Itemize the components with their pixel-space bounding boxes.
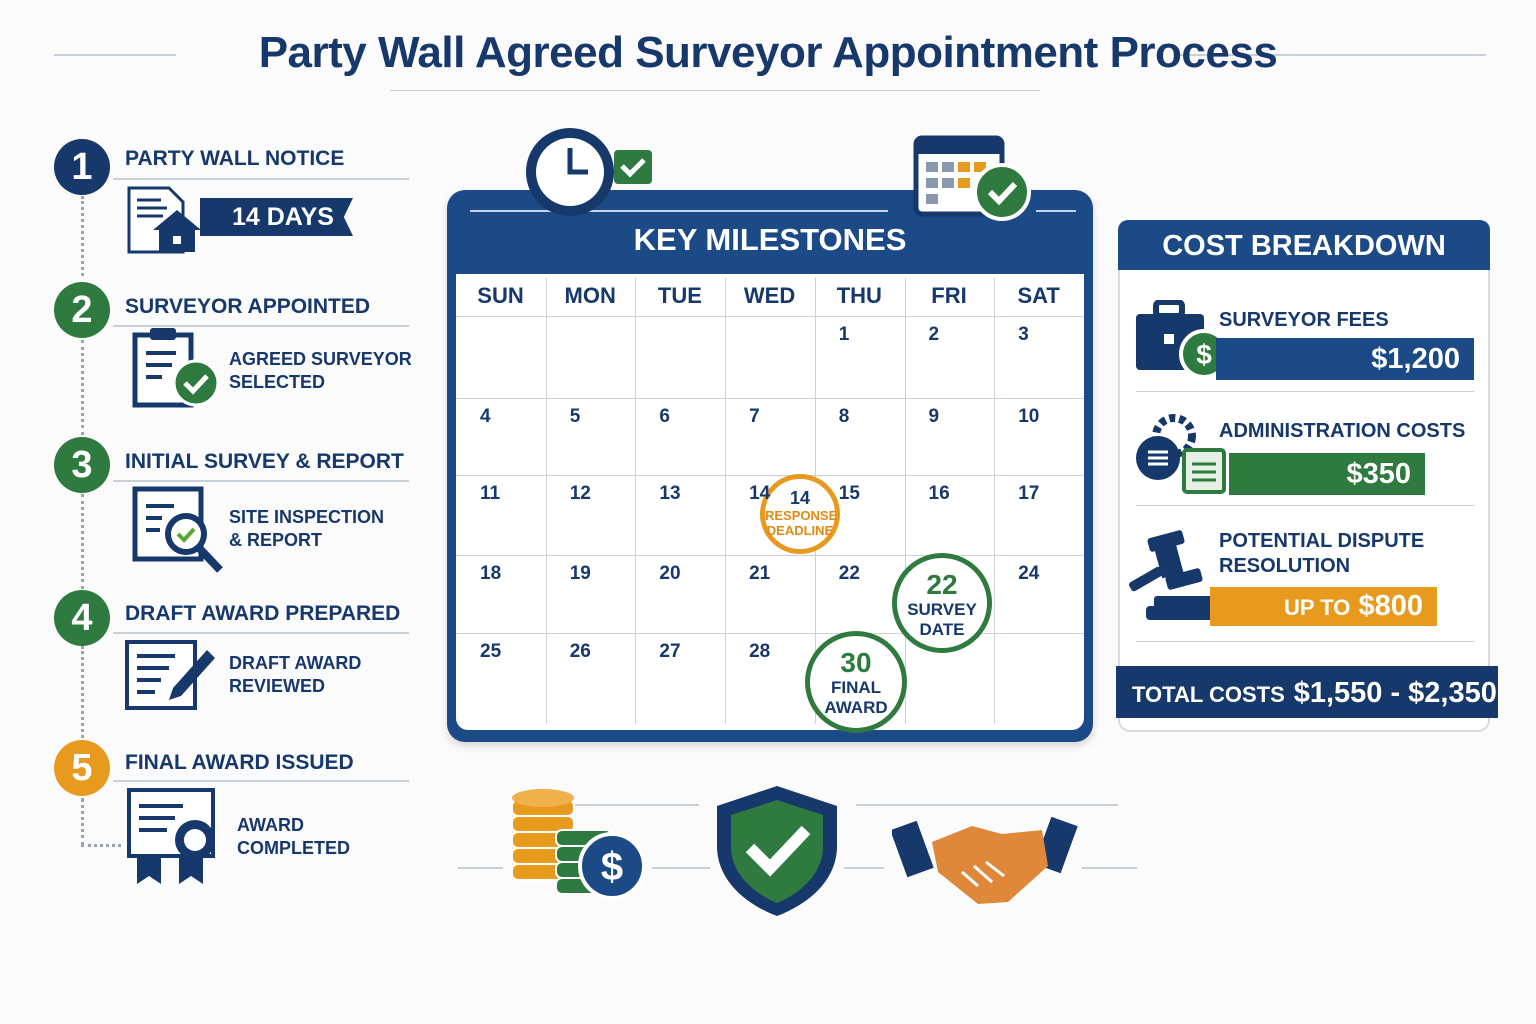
- coins-dollar-icon: $: [511, 789, 646, 900]
- gavel-icon: [1129, 530, 1222, 620]
- dispute-label: POTENTIAL DISPUTE: [1219, 530, 1425, 552]
- milestone-marker[interactable]: 14 RESPONSE DEADLINE: [760, 474, 840, 554]
- calendar-day[interactable]: 15: [838, 483, 860, 504]
- calendar-day[interactable]: 8: [838, 406, 850, 427]
- surveyor-fees-label: SURVEYOR FEES: [1219, 309, 1389, 331]
- dispute-amount: $800: [1358, 590, 1423, 622]
- calendar-title: KEY MILESTONES: [633, 222, 907, 257]
- step-4-desc-2: REVIEWED: [229, 676, 326, 696]
- calendar-day[interactable]: 10: [1018, 406, 1040, 427]
- cost-breakdown-title: COST BREAKDOWN: [1118, 220, 1490, 270]
- dispute-prefix: UP TO: [1283, 595, 1351, 620]
- svg-text:$: $: [1196, 339, 1212, 370]
- calendar-day[interactable]: 28: [749, 641, 771, 662]
- clipboard-check-icon: [132, 328, 220, 408]
- shield-check-icon: [717, 786, 837, 916]
- step-2-desc-2: SELECTED: [229, 372, 326, 392]
- day-header-fri: FRI: [931, 283, 967, 308]
- step-4-number: 4: [54, 590, 110, 646]
- notice-house-icon: [127, 186, 201, 254]
- calendar-day[interactable]: 6: [659, 406, 670, 427]
- calendar-day[interactable]: 7: [749, 406, 760, 427]
- calendar-day[interactable]: 25: [480, 641, 502, 662]
- certificate-icon: [127, 788, 215, 884]
- calendar-day[interactable]: 16: [928, 483, 950, 504]
- calendar-day[interactable]: 27: [659, 641, 681, 662]
- calendar-day[interactable]: 21: [749, 563, 771, 584]
- calendar-day[interactable]: 20: [659, 563, 681, 584]
- step-3-title: INITIAL SURVEY & REPORT: [125, 450, 404, 473]
- calendar-day[interactable]: 11: [480, 483, 501, 504]
- dispute-value: UP TO $800: [1210, 587, 1437, 626]
- calendar-day[interactable]: 14: [749, 483, 771, 504]
- document-pen-icon: [125, 640, 215, 710]
- milestone-marker[interactable]: 22 SURVEY DATE: [892, 553, 992, 653]
- calendar-day[interactable]: 13: [659, 483, 681, 504]
- milestone-label: SURVEY: [907, 600, 977, 619]
- step-3-desc-2: & REPORT: [229, 530, 323, 550]
- milestone-label-2: AWARD: [824, 698, 888, 717]
- calendar-day[interactable]: 18: [480, 563, 502, 584]
- step-1-title: PARTY WALL NOTICE: [125, 147, 345, 170]
- step-5-number: 5: [54, 740, 110, 796]
- step-5-title: FINAL AWARD ISSUED: [125, 751, 354, 774]
- calendar-day[interactable]: 9: [928, 406, 940, 427]
- step-3-number: 3: [54, 437, 110, 493]
- handshake-icon: [892, 816, 1078, 904]
- admin-costs-value: $350: [1229, 453, 1425, 495]
- admin-costs-label: ADMINISTRATION COSTS: [1219, 420, 1466, 442]
- gears-clipboard-icon: [1136, 414, 1226, 494]
- calendar-day[interactable]: 12: [569, 483, 591, 504]
- milestone-label-2: DATE: [919, 620, 965, 639]
- step-2-desc: AGREED SURVEYOR: [229, 349, 412, 369]
- milestone-label-2: DEADLINE: [766, 523, 834, 538]
- day-header-tue: TUE: [657, 283, 702, 308]
- calendar-check-icon: [913, 135, 1031, 221]
- briefcase-dollar-icon: $: [1136, 300, 1229, 379]
- milestone-day: 22: [926, 569, 958, 600]
- clock-check-icon: [526, 128, 652, 216]
- step-4-desc: DRAFT AWARD: [229, 653, 362, 673]
- day-header-sat: SAT: [1017, 283, 1060, 308]
- surveyor-fees-value: $1,200: [1216, 338, 1474, 380]
- step-5-desc: AWARD: [237, 815, 304, 835]
- calendar-day[interactable]: 19: [569, 563, 591, 584]
- calendar-day[interactable]: 17: [1018, 483, 1040, 504]
- calendar-day[interactable]: 1: [838, 324, 850, 345]
- total-costs-banner: TOTAL COSTS $1,550 - $2,350: [1116, 666, 1498, 718]
- document-magnifier-icon: [132, 486, 223, 573]
- page-title: Party Wall Agreed Surveyor Appointment P…: [258, 28, 1278, 77]
- step-2-number: 2: [54, 282, 110, 338]
- step-1-badge: 14 DAYS: [200, 198, 353, 236]
- step-1-number: 1: [54, 139, 110, 195]
- calendar-day[interactable]: 3: [1018, 324, 1029, 345]
- step-4-title: DRAFT AWARD PREPARED: [125, 602, 401, 625]
- calendar-day[interactable]: 2: [928, 324, 940, 345]
- day-header-wed: WED: [743, 283, 796, 308]
- svg-text:$: $: [601, 845, 623, 889]
- step-5-desc-2: COMPLETED: [237, 838, 351, 858]
- day-header-sun: SUN: [477, 283, 524, 308]
- total-costs-label: TOTAL COSTS: [1132, 682, 1285, 707]
- calendar-day[interactable]: 22: [838, 563, 860, 584]
- calendar-day[interactable]: 24: [1018, 563, 1040, 584]
- calendar-day[interactable]: 26: [569, 641, 591, 662]
- day-header-mon: MON: [564, 283, 616, 308]
- calendar-day[interactable]: 5: [569, 406, 581, 427]
- step-2-title: SURVEYOR APPOINTED: [125, 295, 371, 318]
- milestone-marker[interactable]: 30 FINAL AWARD: [805, 631, 907, 733]
- dispute-label-2: RESOLUTION: [1219, 555, 1351, 577]
- milestone-day: 14: [789, 488, 811, 508]
- milestone-label: FINAL: [830, 678, 882, 697]
- calendar-day[interactable]: 4: [480, 406, 491, 427]
- day-header-thu: THU: [836, 283, 882, 308]
- milestone-label: RESPONSE: [765, 508, 838, 523]
- step-3-desc: SITE INSPECTION: [229, 507, 385, 527]
- milestone-day: 30: [840, 647, 872, 678]
- total-costs-value: $1,550 - $2,350: [1293, 677, 1497, 709]
